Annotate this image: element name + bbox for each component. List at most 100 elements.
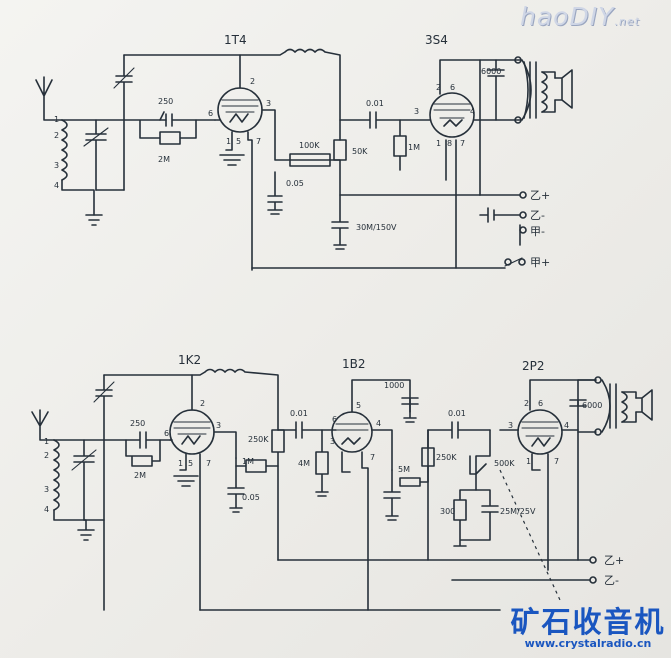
- label-2P2-pin-7: 7: [554, 457, 559, 466]
- watermark-crystalradio-url: www.crystalradio.cn: [524, 637, 652, 650]
- label-bottom-tap-1: 1: [44, 437, 49, 446]
- label-1B2-pin-3: 3: [330, 437, 335, 446]
- label-2P2-pin-1: 1: [526, 457, 531, 466]
- label-1K2-pin-2: 2: [200, 399, 205, 408]
- top-terminals: [251, 191, 527, 269]
- label-1B2-pin-5: 5: [356, 401, 361, 410]
- tube-1T4: [214, 54, 341, 271]
- top-coil: [61, 119, 103, 226]
- label-b-c001b: 0.01: [448, 409, 466, 418]
- label-3S4-pin-6: 6: [450, 83, 455, 92]
- label-b-r4m: 4M: [298, 459, 310, 468]
- label-3S4-pin-8: 8: [447, 139, 452, 148]
- label-b-r300: 300: [440, 507, 455, 516]
- label-top-terminal-a-minus: 甲-: [530, 225, 545, 238]
- label-3S4-pin-7: 7: [460, 139, 465, 148]
- top-screen-network: [267, 153, 331, 215]
- label-bottom-terminal-b-minus: 乙-: [604, 574, 619, 587]
- label-1T4-pin-7: 7: [256, 137, 261, 146]
- label-top-terminal-b-plus: 乙+: [530, 189, 550, 202]
- label-r2m: 2M: [158, 155, 170, 164]
- bottom-r5m: [383, 429, 429, 521]
- bottom-c1000: [401, 397, 419, 423]
- label-1T4-pin-1: 1: [226, 137, 231, 146]
- watermark-haodiy-text: haoDIY: [520, 2, 615, 31]
- label-bottom-tap-2: 2: [44, 451, 49, 460]
- watermark-crystalradio: 矿石收音机 www.crystalradio.cn: [505, 597, 671, 658]
- top-output-stage: [479, 56, 573, 196]
- bottom-grid-network: [83, 431, 173, 467]
- label-c6000: 6000: [481, 67, 501, 76]
- bottom-tuning-capacitor: [53, 439, 97, 521]
- tube-3S4: [429, 59, 481, 269]
- label-1K2-pin-5: 5: [188, 459, 193, 468]
- label-top-terminal-b-minus: 乙-: [530, 209, 545, 222]
- label-3S4-pin-1: 1: [436, 139, 441, 148]
- top-feedback-capacitor: [95, 54, 135, 191]
- label-b-c1000: 1000: [384, 381, 404, 390]
- top-antenna: [35, 76, 63, 121]
- label-b-r2m: 2M: [134, 471, 146, 480]
- label-bottom-tap-4: 4: [44, 505, 49, 514]
- label-b-c6000: 6000: [582, 401, 602, 410]
- label-3S4-pin-2: 2: [436, 83, 441, 92]
- label-2P2-pin-4: 4: [564, 421, 569, 430]
- label-1T4-pin-3: 3: [266, 99, 271, 108]
- label-c005: 0.05: [286, 179, 304, 188]
- label-b-c005: 0.05: [242, 493, 260, 502]
- label-1B2-pin-6: 6: [332, 415, 337, 424]
- label-tube-2P2: 2P2: [522, 359, 545, 373]
- label-tube-1T4: 1T4: [224, 33, 247, 47]
- tube-2P2: [499, 379, 579, 571]
- watermark-crystalradio-title: 矿石收音机: [510, 605, 666, 639]
- watermark-haodiy: haoDIY.net: [520, 2, 640, 31]
- top-circuit: 1T4 3S4 250 2M 100K 0.05 50K 0.01 1M 600…: [35, 33, 573, 271]
- bottom-coil: [53, 439, 95, 541]
- label-r1m: 1M: [408, 143, 420, 152]
- label-top-tap-4: 4: [54, 181, 59, 190]
- bottom-coupling-network-1: [277, 421, 337, 497]
- label-tube-1K2: 1K2: [178, 353, 201, 367]
- label-b-r250k-b: 250K: [436, 453, 457, 462]
- label-bottom-tap-3: 3: [44, 485, 49, 494]
- label-r100k: 100K: [299, 141, 320, 150]
- label-3S4-pin-3: 3: [414, 107, 419, 116]
- bottom-volume-pot: [469, 429, 491, 491]
- bottom-cathode-network: [453, 489, 499, 547]
- tube-1K2: [169, 374, 237, 611]
- label-1T4-pin-2: 2: [250, 77, 255, 86]
- label-b-r500k: 500K: [494, 459, 515, 468]
- tube-1B2: [331, 379, 411, 611]
- label-2P2-pin-6: 6: [538, 399, 543, 408]
- top-tuning-capacitor: [61, 119, 109, 191]
- label-b-r1m: 1M: [242, 457, 254, 466]
- label-filter-cap: 30M/150V: [356, 223, 397, 232]
- label-top-terminal-a-plus: 甲+: [530, 256, 550, 269]
- bottom-circuit: 1K2 1B2 2P2 250 2M 250K 1M 0.05 0.01 4M …: [31, 353, 653, 611]
- label-1K2-pin-7: 7: [206, 459, 211, 468]
- top-grid-resistor-1m: [393, 119, 407, 171]
- watermark-haodiy-suffix: .net: [614, 15, 640, 28]
- top-grid-network: [95, 111, 216, 145]
- label-b-c001a: 0.01: [290, 409, 308, 418]
- label-top-tap-3: 3: [54, 161, 59, 170]
- label-top-tap-1: 1: [54, 115, 59, 124]
- label-b-c250: 250: [130, 419, 145, 428]
- bottom-coupling-network-2: [421, 421, 491, 561]
- label-1K2-pin-1: 1: [178, 459, 183, 468]
- label-3S4-pin-4: 4: [470, 107, 475, 116]
- label-c001: 0.01: [366, 99, 384, 108]
- label-b-r250k: 250K: [248, 435, 269, 444]
- top-filter-capacitor: [331, 194, 349, 250]
- top-rail: [123, 48, 341, 141]
- label-1T4-pin-5: 5: [236, 137, 241, 146]
- bottom-output-stage: [569, 376, 653, 561]
- bottom-rail: [103, 368, 279, 431]
- label-top-tap-2: 2: [54, 131, 59, 140]
- label-2P2-pin-3: 3: [508, 421, 513, 430]
- bottom-terminals: [199, 469, 597, 611]
- label-2P2-pin-2: 2: [524, 399, 529, 408]
- label-1B2-pin-4: 4: [376, 419, 381, 428]
- label-c250: 250: [158, 97, 173, 106]
